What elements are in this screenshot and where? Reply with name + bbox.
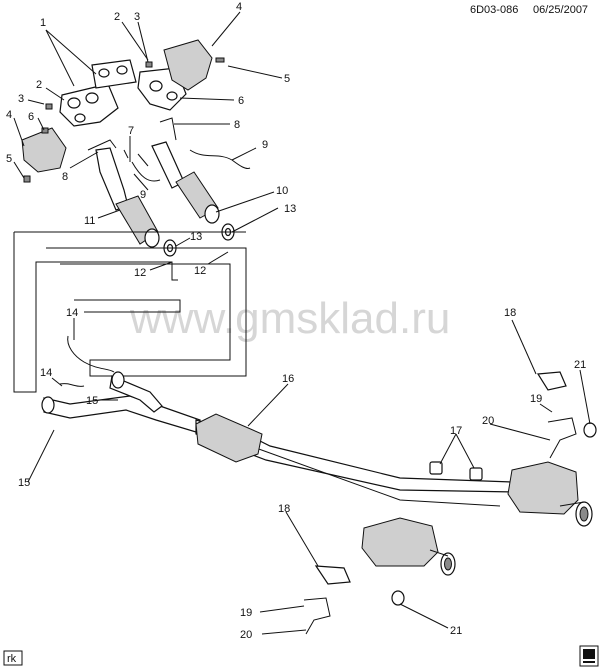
callout-3-left: 3	[18, 93, 24, 105]
watermark: www.gmsklad.ru	[129, 294, 450, 343]
callout-1: 1	[40, 17, 46, 29]
callout-18-right: 18	[504, 307, 516, 319]
callout-21-left: 21	[450, 625, 462, 637]
left-downpipe	[87, 139, 129, 211]
callout-2-top: 2	[114, 11, 120, 23]
callout-13-center: 13	[190, 231, 202, 243]
callout-17: 17	[450, 425, 462, 437]
callout-9-center: 9	[140, 189, 146, 201]
callout-13-right: 13	[284, 203, 296, 215]
diagram-code: 6D03-086	[470, 4, 518, 16]
callout-15-center: 15	[86, 395, 98, 407]
right-downpipe	[151, 117, 185, 189]
leader-lines	[13, 11, 591, 635]
center-catalytic-converter	[195, 413, 263, 463]
callout-14-lower: 14	[40, 367, 52, 379]
fasteners	[23, 57, 225, 183]
callout-4-left: 4	[6, 109, 12, 121]
oxygen-sensors-lower	[59, 335, 115, 387]
callout-7: 7	[128, 125, 134, 137]
right-catalytic-converter	[175, 171, 220, 224]
callout-19-right: 19	[530, 393, 542, 405]
callout-6-top: 6	[238, 95, 244, 107]
right-muffler	[507, 461, 593, 527]
callout-15-left: 15	[18, 477, 30, 489]
callout-6-left: 6	[28, 111, 34, 123]
diagram-date: 06/25/2007	[533, 4, 588, 16]
callout-8-top: 8	[234, 119, 240, 131]
callout-18-left: 18	[278, 503, 290, 515]
callout-20-right: 20	[482, 415, 494, 427]
left-exhaust-manifold	[59, 83, 119, 127]
footer-tag-box	[3, 650, 23, 666]
manifold-heat-shield-lower	[21, 127, 67, 173]
right-exhaust-manifold	[91, 59, 187, 111]
callout-10: 10	[276, 185, 288, 197]
footer-tag: rk	[7, 653, 17, 665]
callout-4-top: 4	[236, 1, 242, 13]
callout-21-right: 21	[574, 359, 586, 371]
callout-14-upper: 14	[66, 307, 78, 319]
callout-5-left: 5	[6, 153, 12, 165]
callouts: 1 2 3 4 5 6 2 3 4 6 5 8 7 9 8 9 10 13 11…	[6, 1, 586, 641]
callout-19-left: 19	[240, 607, 252, 619]
front-y-pipe	[41, 371, 201, 433]
callout-20-left: 20	[240, 629, 252, 641]
callout-2-left: 2	[36, 79, 42, 91]
callout-16: 16	[282, 373, 294, 385]
rear-hangers	[303, 371, 597, 635]
gm-logo	[579, 645, 599, 667]
callout-12-left: 12	[134, 267, 146, 279]
routing-outline	[13, 231, 247, 393]
callout-12-right: 12	[194, 265, 206, 277]
callout-9-right: 9	[262, 139, 268, 151]
left-muffler	[361, 517, 456, 576]
callout-5-top: 5	[284, 73, 290, 85]
left-catalytic-converter	[115, 195, 160, 248]
callout-11: 11	[84, 215, 95, 227]
manifold-heat-shield-upper	[163, 39, 213, 91]
callout-8-left: 8	[62, 171, 68, 183]
callout-3-top: 3	[134, 11, 140, 23]
